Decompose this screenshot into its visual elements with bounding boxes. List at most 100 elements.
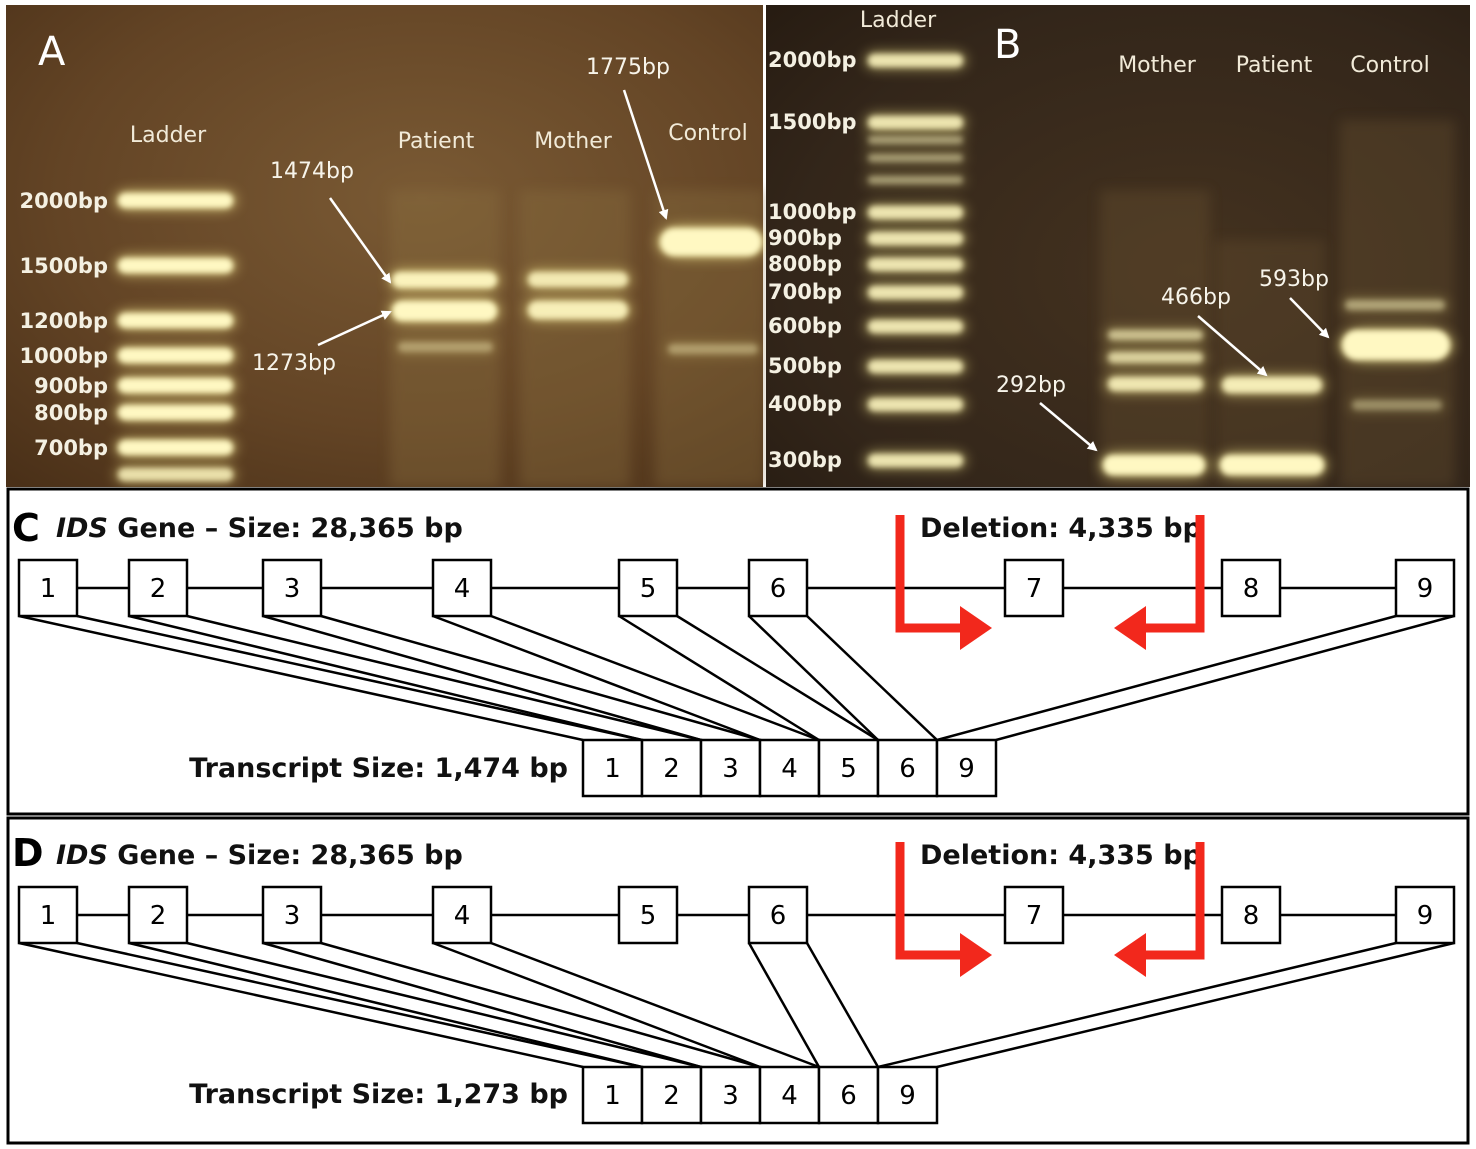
panel-c-forward-primer-arrow	[895, 515, 966, 633]
gel-b-control-band-593	[1338, 327, 1454, 363]
panel-c-transcript-exon-2-label: 2	[663, 754, 680, 784]
gel-b-mother-band-1-core	[1108, 330, 1203, 340]
gel-b-annotation-292bp: 292bp	[996, 373, 1066, 398]
gel-panel-a: A Ladder 2000bp1500bp1200bp1000bp900bp80…	[6, 5, 766, 487]
gel-b-ladder-label-1000bp: 1000bp	[768, 200, 857, 224]
gel-a-ladder-band-7-core	[118, 440, 233, 455]
gel-a-annotation-1775bp: 1775bp	[586, 55, 670, 80]
gel-b-ladder-band-4-core	[868, 232, 963, 245]
gel-b-ladder-band-10	[864, 451, 967, 470]
gel-b-ladder-band-9-core	[868, 398, 963, 411]
gel-b-ladder-band-3	[864, 203, 967, 222]
panel-c-exon-2-label: 2	[150, 574, 167, 604]
gel-b-ladder-label-1500bp: 1500bp	[768, 110, 857, 134]
panel-c-transcript-exon-6-box	[876, 738, 939, 798]
gel-b-bands	[864, 51, 1454, 478]
panel-d-connector-exon-2-right	[186, 941, 702, 1069]
panel-c-exon-7: 7	[1003, 558, 1065, 618]
panel-d-transcript-exon-1-box	[581, 1065, 644, 1125]
gel-b-patient-band-466-core	[1222, 377, 1322, 393]
gel-a-ladder-band-6	[114, 402, 237, 423]
panel-d-exon-7-box	[1003, 885, 1065, 945]
panel-c-transcript-exon-5-label: 5	[840, 754, 857, 784]
gel-a-ladder-label-2000bp: 2000bp	[19, 189, 108, 213]
panel-d-gene-title: IDS Gene – Size: 28,365 bp	[56, 840, 463, 871]
gel-a-control-band-faint-core	[668, 344, 758, 354]
panel-d-connector-exon-4-left	[432, 941, 761, 1069]
gel-a-ladder-band-3-core	[118, 313, 233, 328]
panel-c-exon-4-box	[431, 558, 493, 618]
gel-b-lane-patient-smear	[1215, 240, 1325, 487]
panel-c-exon-9-label: 9	[1417, 574, 1434, 604]
panel-d-exon-2: 2	[127, 885, 189, 945]
gel-b-mother-band-466-core	[1108, 377, 1203, 391]
panel-c-transcript-exon-6-label: 6	[899, 754, 916, 784]
gel-b-arrow-466bp	[1197, 315, 1268, 377]
panel-c-connector-exon-1-right	[76, 614, 643, 742]
panel-c-transcript-label: Transcript Size: 1,474 bp	[189, 753, 568, 784]
panel-c-exon-1-box	[17, 558, 79, 618]
panel-d-exon-4-label: 4	[454, 901, 471, 931]
panel-c-exon-3-label: 3	[284, 574, 301, 604]
gel-a-ladder-band-2-core	[118, 258, 233, 273]
gel-a-patient-band-faint	[394, 339, 497, 355]
gel-b-mother-band-2	[1104, 349, 1207, 366]
diagram-panel-d: D IDS Gene – Size: 28,365 bp Deletion: 4…	[6, 816, 1470, 1145]
panel-c-exon-8-label: 8	[1243, 574, 1260, 604]
gel-a-ladder-label-1200bp: 1200bp	[19, 309, 108, 333]
gel-b-annotation-593bp: 593bp	[1259, 267, 1329, 292]
gel-b-control-band-faint-1	[1341, 297, 1449, 313]
panel-d-transcript-exon-2-box	[640, 1065, 703, 1125]
gel-panel-b: B Ladder 2000bp1500bp1000bp900bp800bp700…	[766, 5, 1470, 487]
panel-c-transcript-exon-9-box	[935, 738, 998, 798]
gel-b-ladder-band-5	[864, 255, 967, 274]
panel-c-connector-exon-3-right	[320, 614, 761, 742]
gel-b-ladder-label-600bp: 600bp	[768, 314, 842, 338]
panel-c-transcript-exon-5: 5	[817, 738, 880, 798]
gel-a-ladder-band-4-core	[118, 348, 233, 363]
panel-c-connector-exon-6-right	[806, 615, 938, 741]
panel-d-exon-8-label: 8	[1243, 901, 1260, 931]
panel-d-connector-exon-2-left	[128, 941, 643, 1069]
gel-b-patient-band-292	[1216, 452, 1328, 478]
gel-b-ladder-band-6-core	[868, 286, 963, 299]
panel-c-exon-3: 3	[261, 558, 323, 618]
gel-b-ladder-label-900bp: 900bp	[768, 226, 842, 250]
gel-a-ladder-label-700bp: 700bp	[34, 436, 108, 460]
gel-b-ladder-band-minor-3	[864, 133, 967, 147]
panel-c-reverse-primer-arrow	[1142, 515, 1205, 633]
panel-d-connector-exon-6-right	[805, 942, 880, 1068]
gel-a-ladder-band-1-core	[118, 193, 233, 208]
gel-b-ladder-label-800bp: 800bp	[768, 252, 842, 276]
panel-d-transcript-label: Transcript Size: 1,273 bp	[189, 1079, 568, 1110]
panel-d-reverse-primer-arrowhead	[1114, 933, 1146, 977]
panel-c-transcript-exon-3: 3	[699, 738, 762, 798]
panel-d-transcript-exon-3-box	[699, 1065, 762, 1125]
gel-a-control-band-1775-core	[660, 228, 762, 256]
panel-c-connector-exon-6-left	[748, 615, 879, 741]
panel-d-letter: D	[12, 831, 44, 875]
panel-d-transcript-exon-6-label: 6	[840, 1081, 857, 1111]
panel-c-exon-6-box	[747, 558, 809, 618]
gel-a-patient-band-1273	[388, 298, 501, 324]
gel-a-lane-label-mother: Mother	[534, 129, 613, 154]
panel-c-transcript-exon-4-box	[758, 738, 821, 798]
panel-c-connector-exon-9-right	[995, 614, 1455, 742]
gel-b-ladder-label-400bp: 400bp	[768, 392, 842, 416]
gel-a-lane-label-control: Control	[668, 121, 748, 146]
gel-b-mother-band-466	[1104, 374, 1207, 394]
panel-d-connector-exon-9-left	[877, 941, 1397, 1069]
panel-c-reverse-primer-arrowhead	[1114, 606, 1146, 650]
gel-a-ladder-label-1500bp: 1500bp	[19, 254, 108, 278]
panel-c-connector-exon-9-left	[936, 614, 1397, 742]
gel-a-arrow-1273bp	[317, 310, 392, 347]
panel-d-exon-9-box	[1394, 885, 1456, 945]
panel-c-connector-exon-4-right	[490, 614, 820, 742]
panel-c-exon-9-box	[1394, 558, 1456, 618]
panel-d-exon-7-label: 7	[1026, 901, 1043, 931]
panel-c-exon-7-label: 7	[1026, 574, 1043, 604]
panel-c-connector-exon-4-left	[432, 614, 761, 742]
